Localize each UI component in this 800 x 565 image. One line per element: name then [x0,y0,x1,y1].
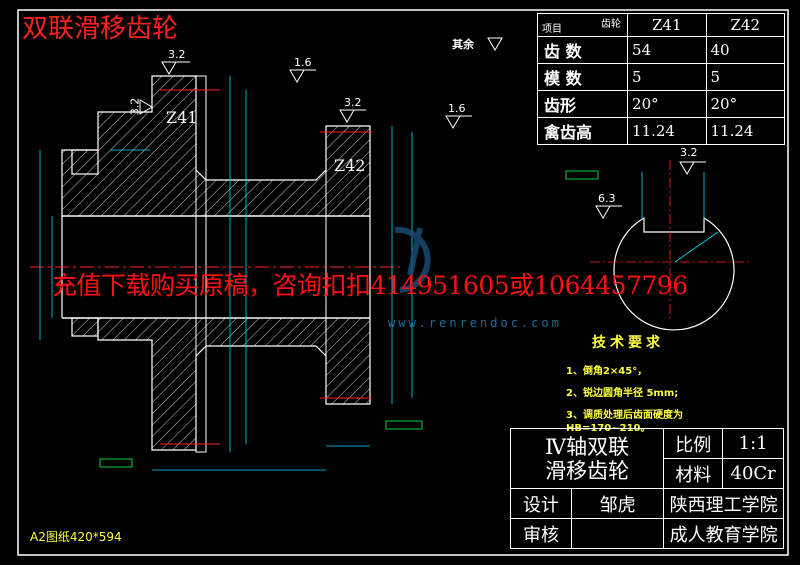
school-line1: 陕西理工学院 [663,488,784,519]
gear-section-upper [61,75,371,453]
roughness-3: 3.2 [344,96,362,109]
watermark-text: 充值下载购买原稿，咨询扣扣414951605或1064457796 [52,271,688,300]
roughness-2: 1.6 [294,56,312,69]
watermark-logo [394,226,431,293]
roughness-6: 3.2 [680,146,698,159]
row-label: 禽齿高 [536,117,629,145]
row-label: 模 数 [536,63,629,91]
table-cell: 54 [627,36,707,64]
material-value: 40Cr [722,458,784,489]
scale-value: 1:1 [722,428,784,459]
roughness-1: 3.2 [168,48,186,61]
roughness-5: 1.6 [448,102,466,115]
tech-item: 3、调质处理后齿面硬度为 [566,410,683,421]
part-name-line1: Ⅳ轴双联 [545,434,630,459]
table-cell: 20° [627,90,707,118]
table-cell: 20° [705,90,785,118]
part-name-line2: 滑移齿轮 [545,458,630,483]
table-cell: 11.24 [705,117,785,145]
row-label: 齿 数 [536,36,629,64]
dimension-lines [39,76,413,471]
tech-requirements-title: 技术要求 [592,335,664,351]
tech-item: 1、倒角2×45°， [566,366,648,377]
paper-size: A2图纸420*594 [30,530,122,544]
design-label: 设计 [510,488,572,519]
row-label: 齿形 [536,90,629,118]
column-header: Z42 [705,13,785,37]
table-cell: 11.24 [627,117,707,145]
column-header: Z41 [627,13,707,37]
check-label: 审核 [510,518,572,549]
gear-parameter-table: 齿轮 项目 Z41 Z42 齿 数 54 40 模 数 5 5 齿形 20° 2… [536,13,785,145]
table-cell: 40 [705,36,785,64]
roughness-4: 3.2 [128,97,142,116]
header-gear: 齿轮 [601,19,622,30]
material-label: 材料 [663,458,724,489]
part-name-cell: Ⅳ轴双联 滑移齿轮 [509,428,665,489]
table-cell: 5 [627,63,707,91]
drawing-title: 双联滑移齿轮 [22,14,179,44]
scale-label: 比例 [663,428,724,459]
drawing-frame [17,9,789,556]
z42-label: Z42 [334,156,366,175]
keyway-view [590,160,750,331]
roughness-symbols [139,37,706,219]
title-block: Ⅳ轴双联 滑移齿轮 比例 1:1 材料 40Cr 设计 邹虎 陕西理工学院 审核… [509,428,784,549]
checker-name [570,518,665,549]
header-project: 项目 [542,24,562,35]
roughness-7: 6.3 [598,192,616,205]
school-line2: 成人教育学院 [663,518,784,549]
roughness-rest: 其余 [452,38,474,51]
z41-label: Z41 [166,108,198,127]
table-cell: 5 [705,63,785,91]
watermark-url: www.renrendoc.com [388,316,562,330]
table-header-corner: 齿轮 项目 [536,13,629,37]
designer-name: 邹虎 [570,488,665,519]
tech-item: 2、锐边圆角半径 5mm; [566,388,679,399]
